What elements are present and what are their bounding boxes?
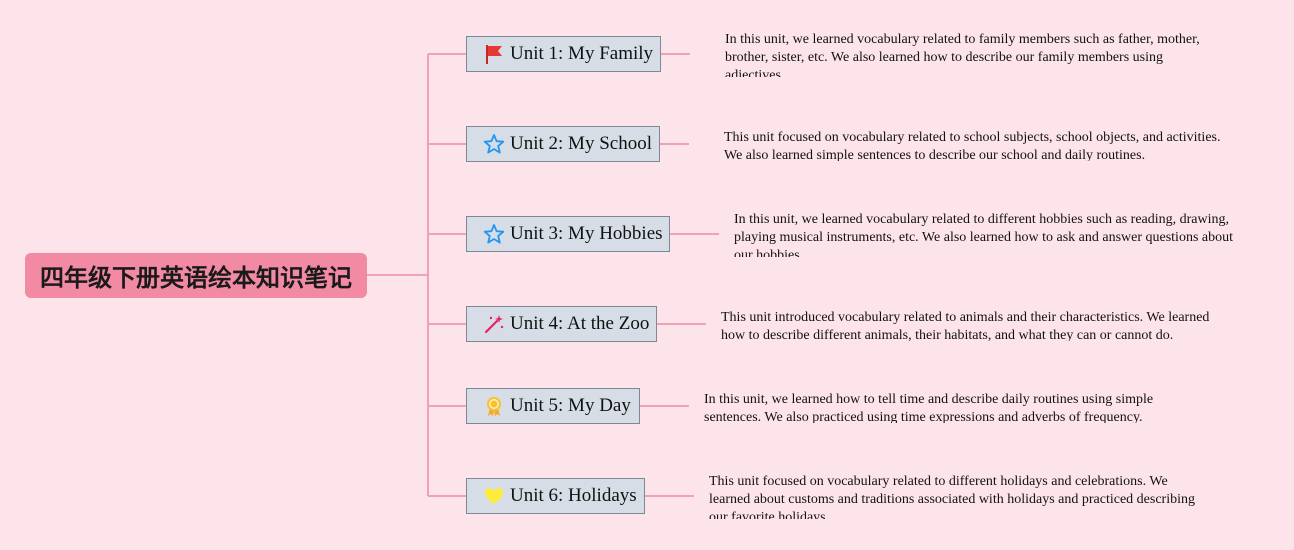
note-unit-1: In this unit, we learned vocabulary rela… bbox=[725, 32, 1200, 77]
topic-unit-5[interactable]: Unit 5: My Day bbox=[466, 388, 640, 424]
note-unit-2: This unit focused on vocabulary related … bbox=[724, 130, 1221, 161]
note-unit-4: This unit introduced vocabulary related … bbox=[721, 310, 1210, 341]
topic-unit-4[interactable]: Unit 4: At the Zoo bbox=[466, 306, 657, 342]
blue-star-icon bbox=[483, 133, 505, 155]
topic-unit-6[interactable]: Unit 6: Holidays bbox=[466, 478, 645, 514]
topic-label: Unit 5: My Day bbox=[510, 395, 631, 416]
topic-label: Unit 1: My Family bbox=[510, 43, 654, 64]
topic-label: Unit 2: My School bbox=[510, 133, 652, 154]
topic-label: Unit 6: Holidays bbox=[510, 485, 637, 506]
medal-icon bbox=[483, 395, 505, 417]
root-title: 四年级下册英语绘本知识笔记 bbox=[40, 264, 352, 292]
topic-unit-3[interactable]: Unit 3: My Hobbies bbox=[466, 216, 670, 252]
red-flag-icon bbox=[483, 43, 505, 65]
magic-wand-icon bbox=[483, 313, 505, 335]
root-topic[interactable]: 四年级下册英语绘本知识笔记 bbox=[25, 253, 367, 298]
topic-label: Unit 4: At the Zoo bbox=[510, 313, 650, 334]
yellow-heart-icon bbox=[483, 485, 505, 507]
topic-label: Unit 3: My Hobbies bbox=[510, 223, 663, 244]
topic-unit-1[interactable]: Unit 1: My Family bbox=[466, 36, 661, 72]
note-unit-3: In this unit, we learned vocabulary rela… bbox=[734, 212, 1234, 257]
note-unit-5: In this unit, we learned how to tell tim… bbox=[704, 392, 1154, 423]
blue-star-icon bbox=[483, 223, 505, 245]
topic-unit-2[interactable]: Unit 2: My School bbox=[466, 126, 660, 162]
note-unit-6: This unit focused on vocabulary related … bbox=[709, 474, 1195, 519]
